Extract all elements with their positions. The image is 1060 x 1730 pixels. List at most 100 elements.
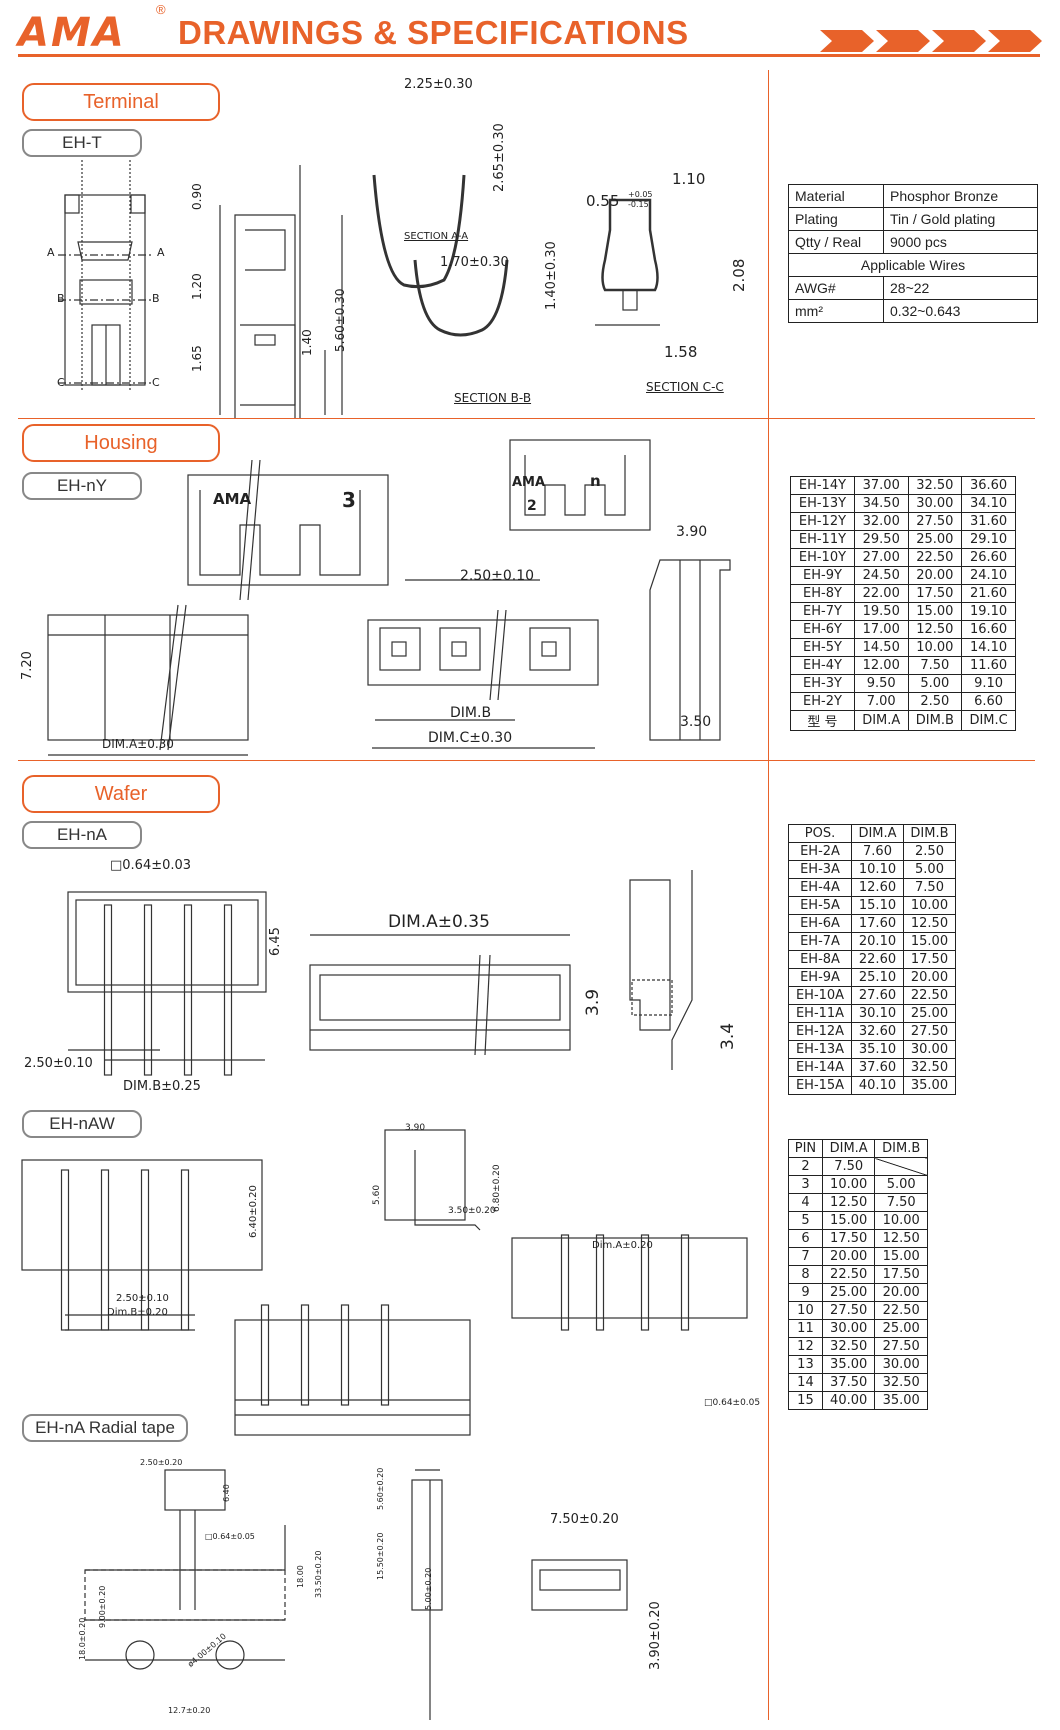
spec-value: Phosphor Bronze — [883, 184, 1038, 208]
section-divider — [18, 418, 1035, 419]
spec-value: 0.32~0.643 — [883, 299, 1038, 323]
section-mark: C — [57, 376, 65, 389]
table-cell: EH-11A — [787, 1004, 853, 1023]
arrow-chevrons-icon — [820, 30, 1042, 52]
table-cell: 12 — [788, 1337, 823, 1356]
table-cell: 20.10 — [851, 932, 904, 951]
registered-mark: ® — [156, 2, 166, 17]
table-cell: 7 — [788, 1247, 823, 1266]
spec-key: mm² — [788, 299, 884, 323]
table-cell: 7.50 — [902, 878, 957, 897]
table-cell: 32.00 — [853, 512, 909, 531]
table-cell: 21.60 — [961, 584, 1016, 603]
table-cell: 10.00 — [874, 1211, 928, 1230]
table-header-cell: 型 号 — [790, 710, 855, 731]
terminal-drawings — [58, 160, 660, 418]
housing-mark: 3 — [342, 488, 356, 512]
table-cell: EH-7Y — [790, 602, 855, 621]
housing-mark: n — [590, 472, 601, 490]
table-cell: EH-6Y — [790, 620, 855, 639]
table-cell: 10.00 — [821, 1175, 876, 1194]
housing-mark: 2 — [527, 498, 537, 514]
table-cell: 2.50 — [907, 692, 963, 711]
dim-label: 6.45 — [268, 927, 283, 956]
dim-label: 3.50±0.20 — [448, 1206, 496, 1216]
section-caption: SECTION B-B — [454, 391, 532, 405]
table-cell: EH-5A — [787, 896, 853, 915]
table-cell: 37.50 — [821, 1373, 876, 1392]
dim-label: 6.40 — [222, 1484, 231, 1502]
dim-label: 18.00 — [296, 1565, 305, 1588]
dim-label: -0.15 — [628, 200, 649, 209]
table-cell: 14 — [788, 1373, 823, 1392]
table-cell: 16.60 — [961, 620, 1016, 639]
table-cell: 20.00 — [902, 968, 957, 987]
table-cell: 35.00 — [874, 1391, 928, 1410]
table-cell: 9 — [788, 1283, 823, 1302]
dim-label: 15.50±0.20 — [376, 1532, 385, 1580]
table-cell: 32.50 — [902, 1058, 957, 1077]
pin — [223, 904, 233, 1076]
dim-label: 12.7±0.20 — [168, 1706, 211, 1715]
table-cell: EH-8A — [787, 950, 853, 969]
table-cell: 25.00 — [821, 1283, 876, 1302]
table-cell: 15.00 — [907, 602, 963, 621]
table-header-cell: POS. — [787, 824, 853, 843]
table-cell: 35.10 — [851, 1040, 904, 1059]
table-cell: 5.00 — [902, 860, 957, 879]
part-eh-naw: EH-nAW — [22, 1110, 142, 1138]
table-cell: 29.50 — [853, 530, 909, 549]
table-cell: 10.00 — [907, 638, 963, 657]
table-cell: 24.50 — [853, 566, 909, 585]
table-cell: 35.00 — [902, 1076, 957, 1095]
dim-label: Dim.A±0.20 — [592, 1240, 653, 1251]
table-cell: 7.50 — [874, 1193, 928, 1212]
table-cell: 12.50 — [907, 620, 963, 639]
spec-row: Applicable Wires — [788, 253, 1038, 277]
table-cell: EH-14Y — [790, 476, 855, 495]
housing-drawings — [47, 439, 731, 756]
table-cell: 34.50 — [853, 494, 909, 513]
table-cell: EH-2Y — [790, 692, 855, 711]
table-cell: 12.50 — [874, 1229, 928, 1248]
table-cell: 2.50 — [902, 842, 957, 861]
table-cell: 25.00 — [902, 1004, 957, 1023]
part-eh-ny: EH-nY — [22, 472, 142, 500]
table-cell: EH-15A — [787, 1076, 853, 1095]
part-eh-na-radial: EH-nA Radial tape — [22, 1414, 188, 1442]
table-cell: 12.00 — [853, 656, 909, 675]
spec-key: Material — [788, 184, 884, 208]
table-cell: EH-3A — [787, 860, 853, 879]
dim-label: 2.50±0.10 — [460, 568, 535, 584]
dim-label: DIM.A±0.35 — [388, 912, 490, 932]
spec-value: Tin / Gold plating — [883, 207, 1038, 231]
section-terminal-title: Terminal — [22, 83, 220, 121]
table-cell: 15.00 — [902, 932, 957, 951]
section-mark: B — [152, 292, 160, 305]
dim-label: 5.00±0.20 — [424, 1567, 433, 1610]
table-cell: 13 — [788, 1355, 823, 1374]
table-cell: EH-12A — [787, 1022, 853, 1041]
dim-label: 3.90 — [676, 524, 708, 540]
table-cell: EH-4Y — [790, 656, 855, 675]
table-cell: 30.00 — [821, 1319, 876, 1338]
table-cell: EH-6A — [787, 914, 853, 933]
pin — [180, 1169, 190, 1331]
table-cell: 34.10 — [961, 494, 1016, 513]
